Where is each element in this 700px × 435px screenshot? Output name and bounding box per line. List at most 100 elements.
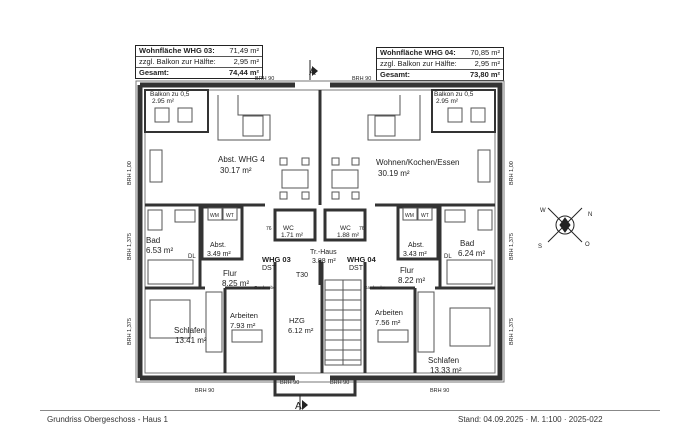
table-left [281,169,309,189]
door-rating-t30: T30 [296,272,308,279]
wc-left-walls [273,208,317,242]
shower-right [446,259,493,285]
area-row-balcony: zzgl. Balkon zur Hälfte: 2,95 m² [136,57,262,68]
area-label: Wohnfläche WHG 04: [380,48,456,57]
room-name-living-left: Abst. WHG 4 [218,155,265,164]
brh-top-right: BRH 90 [352,76,371,82]
chair [279,157,288,166]
unit-sub-right: DST [349,265,364,272]
section-arrow-top [312,66,318,76]
balconies [144,89,496,133]
brh-right-1: BRH 1,00 [509,161,515,185]
section-arrow-bottom [302,400,308,410]
chair [279,191,288,200]
balcony-chair-right [447,107,463,123]
plan-labels: A A BRH 90 BRH 90 BRH 90 BRH 90 BRH 90 B… [127,67,592,412]
footer-plan-meta: Stand: 04.09.2025 · M. 1:100 · 2025-022 [458,415,603,424]
room-name-bath-left: Bad [146,236,160,245]
room-area-balcony-right: 2.95 m² [436,98,459,105]
brh-left-3: BRH 1,375 [127,318,133,345]
basin-left [174,209,196,223]
section-markers [299,60,318,410]
brh-right-2: BRH 1,375 [509,233,515,260]
compass-label-s: S [538,244,542,250]
compass-label-n: N [588,212,592,218]
sink-left [242,115,264,137]
wc-right-walls [323,208,367,242]
brh-left-1: BRH 1,00 [127,161,133,185]
unit-label-left: WHG 03 [262,255,291,264]
room-area-wc-right: 1.88 m² [337,232,360,239]
table-right [331,169,359,189]
room-area-bath-left: 6.53 m² [146,246,173,255]
furniture [147,95,493,353]
label-wt-left: WT [226,213,234,219]
unit-label-right: WHG 04 [347,255,377,264]
area-row-total: Gesamt: 74,44 m² [136,68,262,78]
brh-bottom-2: BRH 90 [280,380,299,386]
label-wt-right: WT [421,213,429,219]
balcony-chair-right [470,107,486,123]
room-area-wc-left: 1.71 m² [281,232,304,239]
unit-sub-left: DST [262,265,277,272]
room-area-balcony-left: 2.95 m² [152,98,175,105]
bed-right [449,307,491,347]
area-row-balcony: zzgl. Balkon zur Hälfte:2,95 m² [377,59,503,70]
desk-right [377,329,409,343]
chair [351,191,360,200]
outer-wall-path [140,82,503,381]
room-area-storage-right: 3.43 m² [403,251,427,258]
total-label: Gesamt: [139,68,170,77]
storage-left-walls [200,205,244,261]
compass-center [559,217,571,233]
brh-top-left: BRH 90 [255,76,274,82]
footer-plan-title: Grundriss Obergeschoss - Haus 1 [47,415,168,424]
chair [331,191,340,200]
toilet-right [477,209,493,231]
room-area-bedroom-right: 13.33 m² [430,366,462,375]
compass-icon [547,207,583,243]
chair [301,157,310,166]
basin-right [444,209,466,223]
room-area-hall-left: 8.25 m² [222,279,249,288]
room-name-balcony-right: Balkon zu 0,5 [434,91,474,98]
label-76-right: 76 [359,226,365,232]
area-box-whg03: Wohnfläche WHG 03:71,49 m² zzgl. Balkon … [135,45,263,79]
shower-left [147,259,194,285]
section-marker-bottom: A [295,401,302,412]
outer-walls [137,82,503,381]
balcony-value: 2,95 m² [474,59,500,68]
balcony-chair-left [177,107,193,123]
room-area-heating: 6.12 m² [288,326,314,335]
label-76-left: 76 [266,226,272,232]
room-area-living-right: 30.19 m² [378,169,410,178]
label-garderobe-right: Garderobe [364,285,386,290]
label-garderobe-left: Garderobe [254,285,276,290]
storage-right-walls [396,205,440,261]
chair [301,191,310,200]
label-wm-right: WM [405,213,414,219]
bed-left [149,299,191,339]
washing-machine-left [207,207,223,221]
total-value: 74,44 m² [228,68,259,77]
room-name-storage-right: Abst. [408,242,424,249]
room-name-wc-right: WC [340,225,351,232]
room-area-work-left: 7.93 m² [230,321,256,330]
brh-bottom-4: BRH 90 [430,388,449,394]
stairs [324,279,362,366]
room-area-hall-right: 8.22 m² [398,276,425,285]
balcony-left-outline [144,89,209,133]
balcony-label: zzgl. Balkon zur Hälfte: [139,57,216,66]
room-name-living-right: Wohnen/Kochen/Essen [376,158,459,167]
room-area-storage-left: 3.49 m² [207,251,231,258]
balcony-value: 2,95 m² [233,57,259,66]
label-dl-right: DL [444,254,452,260]
sofa-right [477,149,491,183]
chair [331,157,340,166]
section-marker-top: A [309,67,316,78]
brh-left-2: BRH 1,375 [127,233,133,260]
balcony-chair-left [154,107,170,123]
wardrobe-right [417,291,435,353]
area-row-living: Wohnfläche WHG 04:70,85 m² [377,48,503,59]
room-name-hall-right: Flur [400,266,414,275]
